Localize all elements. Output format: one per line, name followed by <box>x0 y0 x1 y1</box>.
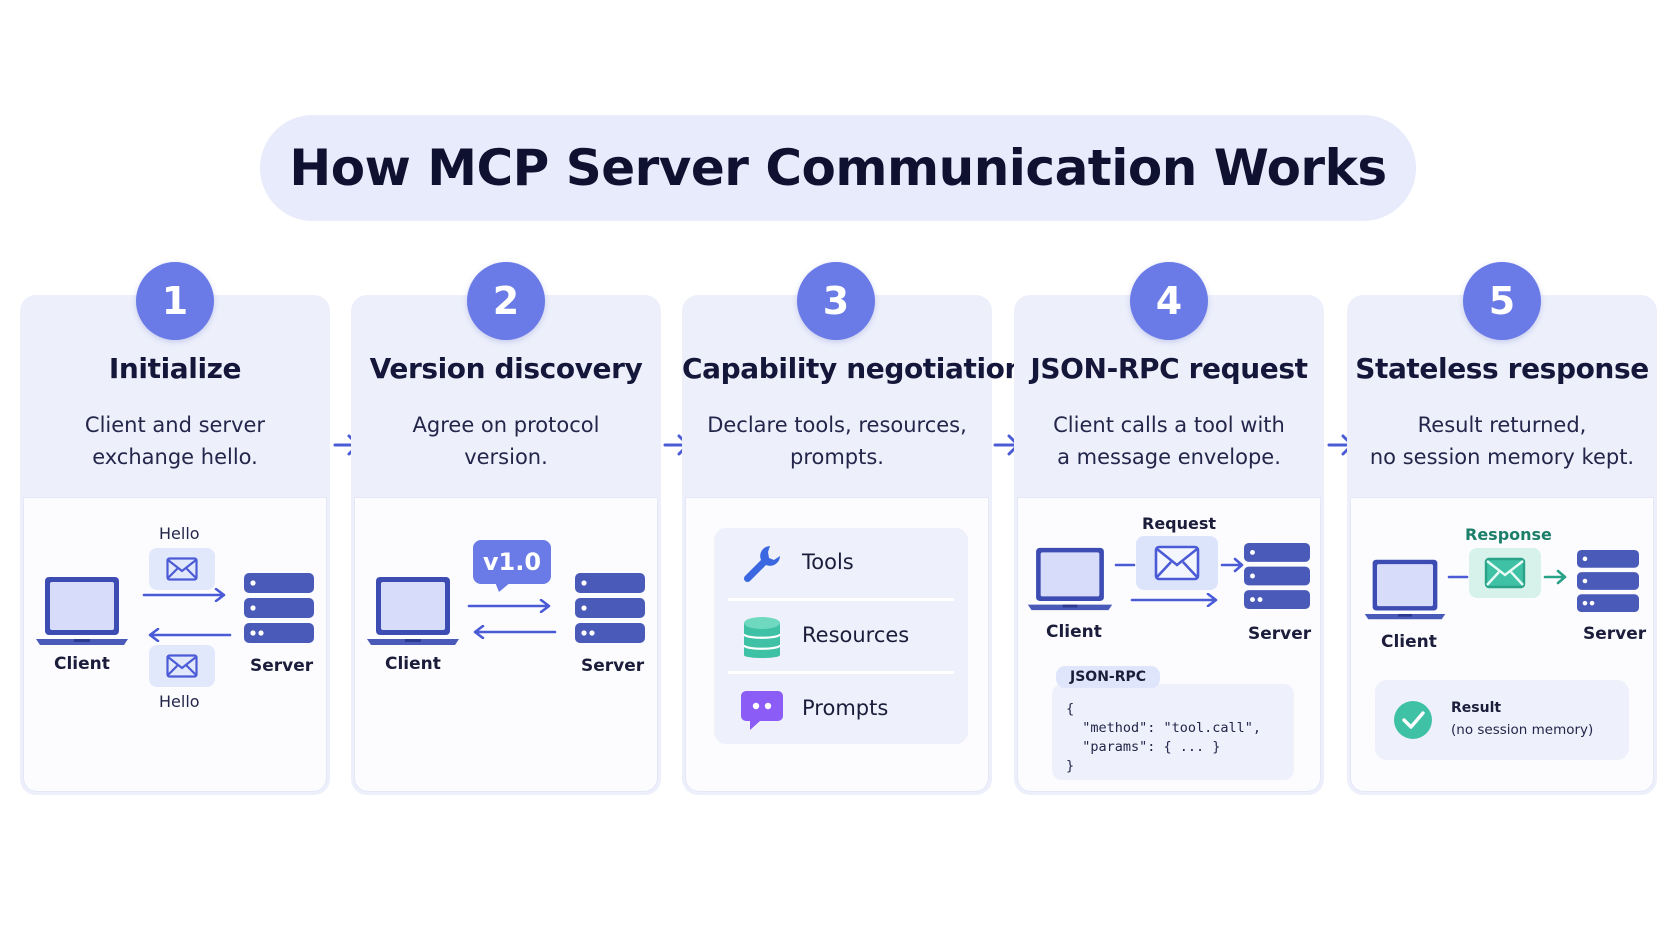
server-label: Server <box>1583 624 1647 644</box>
step-description: Result returned, no session memory kept. <box>1369 413 1635 469</box>
connector-line <box>1114 563 1136 567</box>
client-laptop-icon <box>1364 559 1446 620</box>
step-card-header: JSON-RPC request Client calls a tool wit… <box>1014 295 1324 498</box>
capability-item-prompts: Prompts <box>714 674 968 746</box>
check-circle-icon <box>1394 701 1432 739</box>
capability-item-tools: Tools <box>714 528 968 600</box>
arrow-left-icon <box>148 628 232 642</box>
arrow-right-icon <box>1130 593 1218 607</box>
step-title: Version discovery <box>369 352 643 385</box>
request-label: Request <box>1142 514 1217 533</box>
client-label: Client <box>54 654 110 674</box>
step-title: Initialize <box>108 352 242 385</box>
server-icon <box>575 573 645 643</box>
bubble-tail <box>495 582 511 592</box>
client-laptop-icon <box>367 577 459 645</box>
json-rpc-code-block: { "method": "tool.call", "params": { ...… <box>1052 684 1294 780</box>
step-illustration: Client Server Hello Hello <box>24 498 326 791</box>
divider <box>728 671 954 674</box>
arrow-left-icon <box>473 625 557 639</box>
connector-line <box>1447 575 1469 579</box>
client-label: Client <box>385 654 441 674</box>
arrow-right-icon <box>467 599 551 613</box>
step-card-header: Stateless response Result returned, no s… <box>1347 295 1657 498</box>
capability-item-resources: Resources <box>714 601 968 673</box>
result-note: (no session memory) <box>1451 722 1594 738</box>
code-snippet: { "method": "tool.call", "params": { ...… <box>1066 701 1262 774</box>
server-label: Server <box>1248 624 1312 644</box>
server-label: Server <box>581 656 645 676</box>
step-title: JSON-RPC request <box>1030 352 1308 385</box>
arrow-right-icon <box>1543 569 1567 585</box>
step-number-badge: 2 <box>467 262 545 340</box>
arrow-right-icon <box>1220 557 1244 573</box>
step-illustration: Client Server Response Result (no sessio… <box>1351 498 1653 791</box>
envelope-icon <box>149 548 215 590</box>
step-title: Capability negotiation <box>682 352 1025 385</box>
result-title: Result <box>1451 700 1502 716</box>
step-illustration: Tools Resources Prompts <box>686 498 988 791</box>
step-card-stateless-response: Stateless response Result returned, no s… <box>1347 295 1657 795</box>
page-title: How MCP Server Communication Works <box>289 139 1387 197</box>
step-title: Stateless response <box>1355 352 1649 385</box>
step-description: Agree on protocol version. <box>412 413 600 469</box>
capability-label: Tools <box>802 550 854 574</box>
step-card-header: Version discovery Agree on protocol vers… <box>351 295 661 498</box>
hello-label-bottom: Hello <box>159 692 200 711</box>
step-number-badge: 5 <box>1463 262 1541 340</box>
step-number-badge: 3 <box>797 262 875 340</box>
client-laptop-icon <box>36 577 128 645</box>
version-badge: v1.0 <box>473 540 551 584</box>
step-card-capability-negotiation: Capability negotiation Declare tools, re… <box>682 295 1025 795</box>
server-icon <box>1244 543 1310 609</box>
step-card-header: Capability negotiation Declare tools, re… <box>682 295 1025 498</box>
step-illustration: Client Server Request { "method": "tool.… <box>1018 498 1320 791</box>
divider <box>728 598 954 601</box>
step-card-json-rpc-request: JSON-RPC request Client calls a tool wit… <box>1014 295 1324 795</box>
client-laptop-icon <box>1027 547 1113 611</box>
server-label: Server <box>250 656 314 676</box>
json-rpc-tag: JSON-RPC <box>1056 666 1161 688</box>
server-icon <box>1577 550 1639 612</box>
step-card-version-discovery: Version discovery Agree on protocol vers… <box>351 295 661 795</box>
envelope-icon <box>1136 536 1218 590</box>
step-card-initialize: Initialize Client and server exchange he… <box>20 295 330 795</box>
envelope-icon <box>1469 548 1541 598</box>
step-description: Client and server exchange hello. <box>84 413 266 469</box>
step-illustration: Client Server v1.0 <box>355 498 657 791</box>
server-icon <box>244 573 314 643</box>
step-number-badge: 1 <box>136 262 214 340</box>
chat-bubble-icon <box>741 691 783 730</box>
capability-label: Prompts <box>802 696 889 720</box>
step-description: Client calls a tool with a message envel… <box>1053 413 1285 469</box>
response-label: Response <box>1465 525 1552 544</box>
step-description: Declare tools, resources, prompts. <box>707 413 967 469</box>
title-banner: How MCP Server Communication Works <box>260 115 1416 221</box>
arrow-right-icon <box>142 588 226 602</box>
database-icon <box>742 617 782 658</box>
step-number-badge: 4 <box>1130 262 1208 340</box>
client-label: Client <box>1046 622 1102 642</box>
result-card: Result (no session memory) <box>1375 680 1629 760</box>
hello-label-top: Hello <box>159 524 200 543</box>
wrench-icon <box>743 546 780 583</box>
step-card-header: Initialize Client and server exchange he… <box>20 295 330 498</box>
capability-label: Resources <box>802 623 910 647</box>
capability-list: Tools Resources Prompts <box>714 528 968 744</box>
client-label: Client <box>1381 632 1437 652</box>
envelope-icon <box>149 645 215 687</box>
